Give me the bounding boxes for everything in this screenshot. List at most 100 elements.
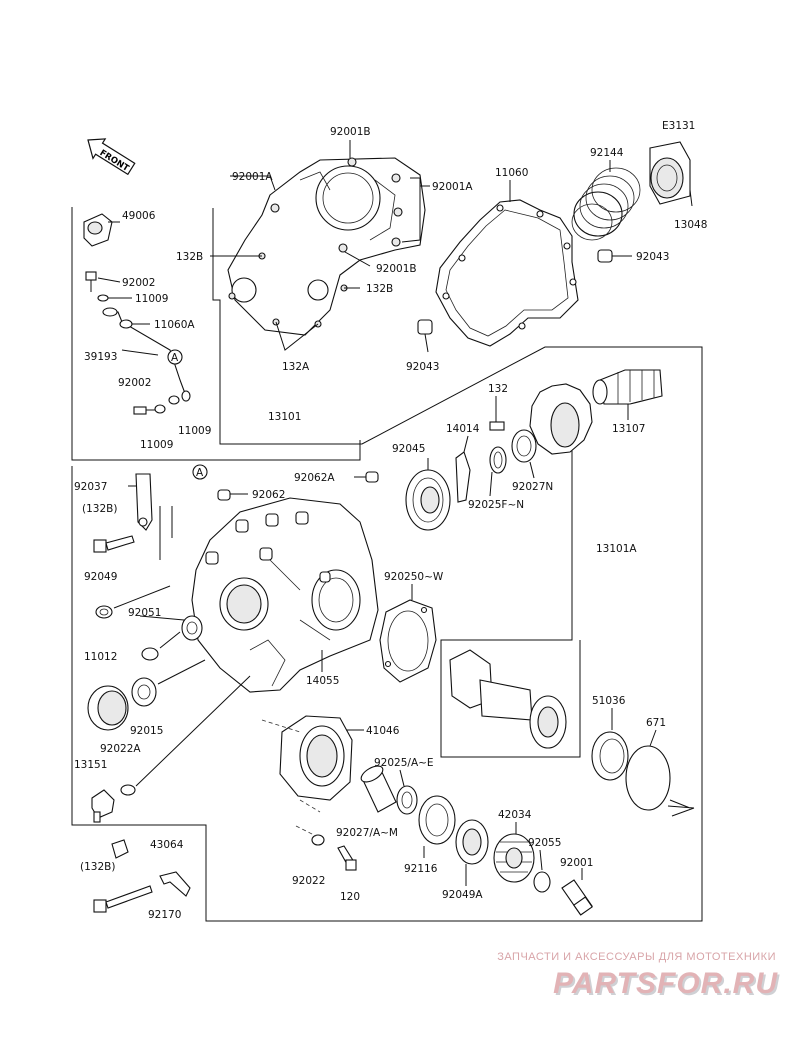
label-92062a: 92062A (294, 472, 335, 484)
label-92025ae: 92025/A~E (374, 757, 434, 769)
label-11009-a: 11009 (135, 293, 168, 305)
leader-92001b-mid (344, 251, 371, 267)
bolt-92001 (561, 879, 593, 916)
collar-92027am (360, 765, 397, 813)
label-92002-b: 92002 (118, 377, 151, 389)
label-92043-b: 92043 (406, 361, 439, 373)
label-92025fn: 92025F~N (468, 499, 524, 511)
clamp-43064 (111, 839, 129, 859)
label-11009-c: 11009 (178, 425, 211, 437)
label-13107: 13107 (612, 423, 645, 435)
leader-92001a-left (230, 175, 276, 191)
label-132a: 132A (282, 361, 310, 373)
label-13101: 13101 (268, 411, 301, 423)
label-92051: 92051 (128, 607, 161, 619)
gear-case-cover (227, 157, 426, 336)
label-92144: 92144 (590, 147, 624, 159)
dowel-92043-right (597, 249, 632, 263)
bearing-42034 (493, 833, 535, 883)
bracket-92037 (135, 473, 153, 531)
bracket-92170 (159, 871, 191, 897)
label-92022: 92022 (292, 875, 325, 887)
plug-92062a (365, 471, 379, 483)
label-13048: 13048 (674, 219, 707, 231)
label-11009-b: 11009 (140, 439, 173, 451)
label-92037: 92037 (74, 481, 107, 493)
label-132b-a: 132B (176, 251, 203, 263)
label-41046: 41046 (366, 725, 400, 737)
label-92045: 92045 (392, 443, 425, 455)
housing-guide-lines (261, 719, 321, 813)
oring-92055 (533, 871, 551, 893)
bearing-92116 (418, 795, 456, 845)
label-132: 132 (488, 383, 508, 395)
housing-41046 (279, 715, 353, 801)
plug-92062 (217, 489, 248, 501)
leader-92055 (539, 849, 543, 871)
oring-92022a (120, 784, 136, 796)
leader-bracket-lines (159, 506, 173, 560)
gasket-92025o-w (379, 599, 437, 683)
switch-13151 (91, 789, 115, 823)
oring-671 (625, 745, 671, 811)
oring-arrow (667, 799, 695, 817)
bolt-132 (489, 396, 505, 431)
label-92022a: 92022A (100, 743, 141, 755)
plate-14014 (455, 451, 471, 503)
leader-92015 (157, 659, 206, 685)
label-92001a-right: 92001A (432, 181, 473, 193)
callout-a-case-label: A (196, 467, 204, 479)
seal-92049 (95, 605, 113, 619)
leader-92049 (113, 585, 171, 609)
label-92062: 92062 (252, 489, 285, 501)
watermark: ЗАПЧАСТИ И АКСЕССУАРЫ ДЛЯ МОТОТЕХНИКИ PA… (0, 945, 800, 1046)
label-49006: 49006 (122, 210, 156, 222)
leader-92025fn (489, 471, 493, 497)
label-132b-paren: (132B) (82, 503, 117, 515)
callout-a-label: A (171, 352, 179, 364)
shaft-13107 (592, 369, 663, 405)
seal-51036 (591, 731, 629, 781)
seal-92051-ring (181, 615, 203, 641)
shim-92027n (511, 429, 537, 463)
bolt-92002-lower (133, 390, 191, 415)
watermark-logo: PARTSFOR.RU (553, 967, 778, 1000)
hose-39193 (102, 307, 187, 397)
group-bracket-upper-left (71, 207, 361, 461)
leader-92027n (529, 461, 535, 479)
gasket-11060 (435, 199, 579, 347)
washer-92022 (311, 834, 325, 846)
label-92001b-mid: 92001B (376, 263, 417, 275)
nut-92015 (131, 677, 157, 707)
label-132b-paren-2: (132B) (80, 861, 115, 873)
label-132b-b: 132B (366, 283, 393, 295)
dowel-92043-left (417, 319, 433, 353)
watermark-tagline: ЗАПЧАСТИ И АКСЕССУАРЫ ДЛЯ МОТОТЕХНИКИ (497, 951, 776, 963)
shim-92025f-n (489, 446, 507, 474)
label-92116: 92116 (404, 863, 438, 875)
pinion-gear (449, 649, 567, 749)
bolt-132b (93, 535, 135, 553)
label-51036: 51036 (592, 695, 626, 707)
label-92027n: 92027N (512, 481, 553, 493)
bearing-92049a (455, 819, 489, 865)
label-11012: 11012 (84, 651, 117, 663)
washer-11009-upper (97, 294, 132, 302)
shim-92025ae (396, 785, 418, 815)
bearing-92045 (405, 469, 451, 531)
label-13101a: 13101A (596, 543, 637, 555)
bolt-120 (337, 845, 357, 871)
group-bracket-13101 (71, 208, 703, 922)
label-11060: 11060 (495, 167, 528, 179)
leader-132a (275, 321, 319, 351)
label-39193: 39193 (84, 351, 117, 363)
label-14055: 14055 (306, 675, 339, 687)
label-11060a: 11060A (154, 319, 195, 331)
label-43064: 43064 (150, 839, 184, 851)
sensor-49006 (83, 213, 120, 247)
gear-13107 (529, 383, 593, 455)
spring-92144 (571, 167, 641, 241)
label-92001: 92001 (560, 857, 593, 869)
washer-92051 (141, 647, 159, 661)
